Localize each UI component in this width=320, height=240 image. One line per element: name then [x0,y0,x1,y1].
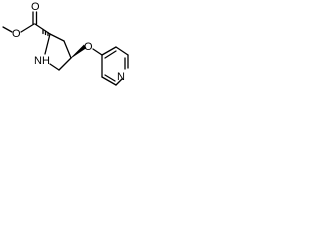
bond-methyl-oxygen [2,26,13,33]
bond-py-c6-c5 [101,76,117,86]
pyridine-nitrogen-label: N [117,71,125,83]
bond-c5-n [49,63,60,71]
nh-hydrogen-label: H [42,55,50,67]
ether-oxygen-label: O [84,41,93,53]
bond-oxygen-pyridine [92,48,103,56]
ether-linkage: O [70,41,103,59]
molecular-structure-diagram: O O N H O [2,1,129,86]
methyl-ester-group: O O [2,1,51,40]
ester-oxygen-label: O [12,28,21,40]
bond-py-n-c6 [115,78,123,86]
bond-py-inner-3 [104,74,116,82]
bond-py-c4-c3 [101,46,117,56]
bond-c4-c5 [58,57,72,71]
pyridine-ring: N [101,46,129,86]
ring-nitrogen-label: N [34,55,42,67]
bond-py-inner-1 [104,50,117,59]
bond-c2-c3 [49,33,65,42]
bond-c3-c4 [63,40,72,59]
bond-py-c3-c2 [115,46,129,56]
solid-wedge-c4-oxygen [70,44,87,59]
bond-oxygen-carbonyl [20,23,35,33]
pyrrolidine-ring: N H [34,28,72,71]
carbonyl-oxygen-label: O [31,1,40,13]
bond-n-c2 [44,33,51,55]
